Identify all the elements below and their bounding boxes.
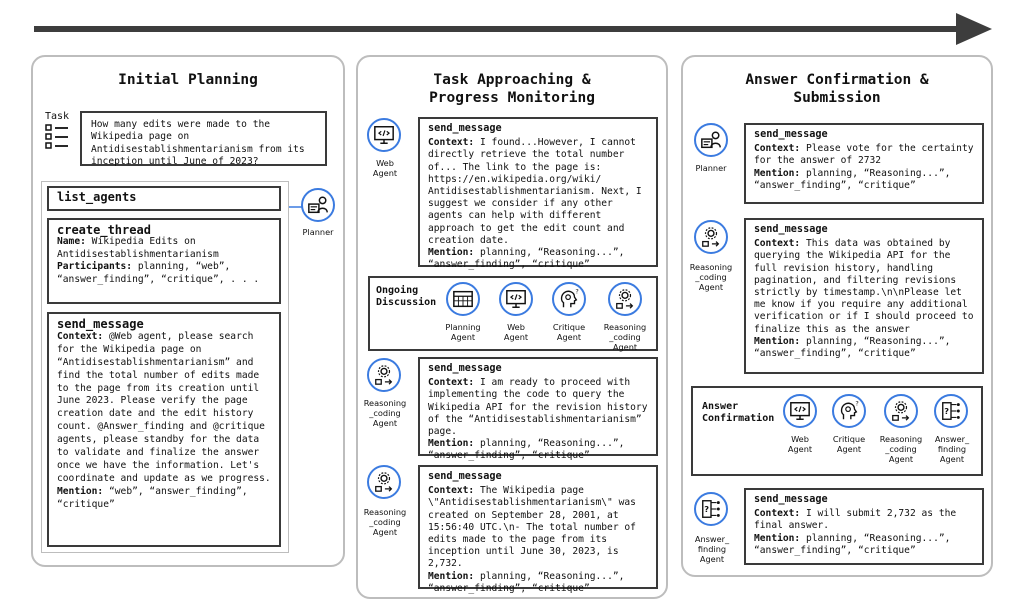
critique-icon: ? (832, 394, 866, 428)
answer-agent-caption: Web Agent (787, 434, 813, 454)
connector-line (289, 206, 303, 208)
planner-actions-group (41, 181, 289, 553)
context-value: I will submit 2,732 as the final answer. (754, 508, 957, 532)
send-message-title: send_message (754, 494, 828, 505)
planner-vote-message-box: send_message Context: Please vote for th… (744, 123, 984, 204)
timeline-arrow (34, 13, 992, 45)
context-label: Context: (57, 330, 104, 342)
context-value: The Wikipedia page \"Antidisestablishmen… (428, 485, 636, 570)
mention-value: planning, “Reasoning...”, “answer_findin… (428, 438, 625, 462)
context-label: Context: (754, 238, 801, 250)
planner-caption: Planner (302, 227, 334, 237)
panel-title: Answer Confirmation & Submission (745, 72, 929, 106)
send-message-title: send_message (428, 471, 502, 482)
mention-label: Mention: (428, 438, 475, 450)
context-label: Context: (754, 143, 801, 155)
reasoning-icon (367, 358, 401, 392)
web-icon (499, 282, 533, 316)
answer-agent-caption: Answer_ finding Agent (934, 434, 970, 464)
planner-icon (694, 123, 728, 157)
mention-value: planning, “Reasoning...”, “answer_findin… (428, 570, 625, 594)
create-thread-box: create_thread Name: Wikipedia Edits on A… (47, 218, 281, 304)
mention-value: planning, “Reasoning...”, “answer_findin… (754, 335, 951, 360)
context-value: I am ready to proceed with implementing … (428, 377, 648, 438)
discussion-title: Ongoing Discussion (376, 285, 437, 308)
context-label: Context: (428, 485, 475, 497)
context-label: Context: (428, 137, 475, 149)
web-send-message-box: send_message Context: I found...However,… (418, 117, 658, 271)
task-list-icon (45, 124, 68, 149)
discussion-agent-caption: Reasoning _coding Agent (603, 322, 647, 352)
answer-agent-caption: Critique Agent (832, 434, 866, 454)
discussion-agent-caption: Critique Agent (552, 322, 586, 342)
answer-confirmation-title: Answer Confirmation (702, 401, 775, 424)
list-agents-box: list_agents (47, 186, 281, 211)
panel-title: Task Approaching & Progress Monitoring (429, 72, 595, 106)
send-message-title: send_message (57, 317, 144, 331)
participants-label: Participants: (57, 261, 133, 273)
participants-value: planning, “web”, “answer_finding”, “crit… (57, 261, 260, 285)
planning-icon (446, 282, 480, 316)
svg-text:?: ? (575, 288, 578, 296)
mention-value: planning, “Reasoning...”, “answer_findin… (754, 167, 951, 191)
reasoning-icon (367, 465, 401, 499)
answer-finding-message-box: send_message Context: I will submit 2,73… (744, 488, 984, 565)
web-icon (367, 118, 401, 152)
mention-value: planning, “Reasoning...”, “answer_findin… (754, 532, 951, 556)
confirm-msg3-agent-caption: Answer_ finding Agent (694, 534, 730, 564)
svg-text:?: ? (855, 400, 858, 408)
mention-value: “web”, “answer_finding”, “critique” (57, 485, 248, 510)
msg3-agent-caption: Reasoning _coding Agent (363, 507, 407, 537)
svg-text:?: ? (704, 504, 709, 514)
context-label: Context: (428, 377, 475, 389)
reasoning-icon (608, 282, 642, 316)
mention-value: planning, “Reasoning...”, “answer_findin… (428, 247, 625, 271)
discussion-agent-caption: Web Agent (503, 322, 529, 342)
send-message-title: send_message (754, 129, 828, 140)
answer-finding-icon: ? (934, 394, 968, 428)
planner-send-message-box: send_message Context: @Web agent, please… (47, 312, 281, 547)
send-message-title: send_message (754, 224, 828, 235)
web-icon (783, 394, 817, 428)
context-value: @Web agent, please search for the Wikipe… (57, 330, 271, 484)
planner-icon (301, 188, 335, 222)
mention-label: Mention: (57, 485, 104, 497)
reasoning-icon (694, 220, 728, 254)
name-label: Name: (57, 236, 86, 248)
answer-finding-icon: ? (694, 492, 728, 526)
name-value: Wikipedia Edits on Antidisestablishmenta… (57, 236, 219, 260)
list-agents-label: list_agents (57, 190, 137, 204)
confirm-msg2-agent-caption: Reasoning _coding Agent (689, 262, 733, 292)
send-message-title: send_message (428, 123, 502, 134)
reasoning-confirm-message-box: send_message Context: This data was obta… (744, 218, 984, 374)
panel-title: Initial Planning (118, 72, 258, 88)
context-value: I found...However, I cannot directly ret… (428, 137, 642, 246)
mention-label: Mention: (754, 167, 801, 179)
reasoning-icon (884, 394, 918, 428)
task-question: How many edits were made to the Wikipedi… (80, 111, 327, 167)
reasoning-send-message-box-1: send_message Context: I am ready to proc… (418, 357, 658, 461)
mention-label: Mention: (428, 247, 475, 259)
mention-label: Mention: (754, 335, 801, 347)
critique-icon: ? (552, 282, 586, 316)
discussion-agent-caption: Planning Agent (445, 322, 481, 342)
context-value: This data was obtained by querying the W… (754, 238, 974, 335)
msg1-agent-caption: Web Agent (372, 158, 398, 178)
context-value: Please vote for the certainty for the an… (754, 143, 974, 167)
send-message-title: send_message (428, 363, 502, 374)
svg-text:?: ? (944, 406, 949, 416)
msg2-agent-caption: Reasoning _coding Agent (363, 398, 407, 428)
confirm-msg1-agent-caption: Planner (695, 163, 727, 173)
task-label: Task (45, 111, 70, 122)
answer-agent-caption: Reasoning _coding Agent (879, 434, 923, 464)
mention-label: Mention: (754, 532, 801, 544)
context-label: Context: (754, 508, 801, 520)
mention-label: Mention: (428, 570, 475, 582)
create-thread-title: create_thread (57, 223, 151, 237)
reasoning-send-message-box-2: send_message Context: The Wikipedia page… (418, 465, 658, 594)
